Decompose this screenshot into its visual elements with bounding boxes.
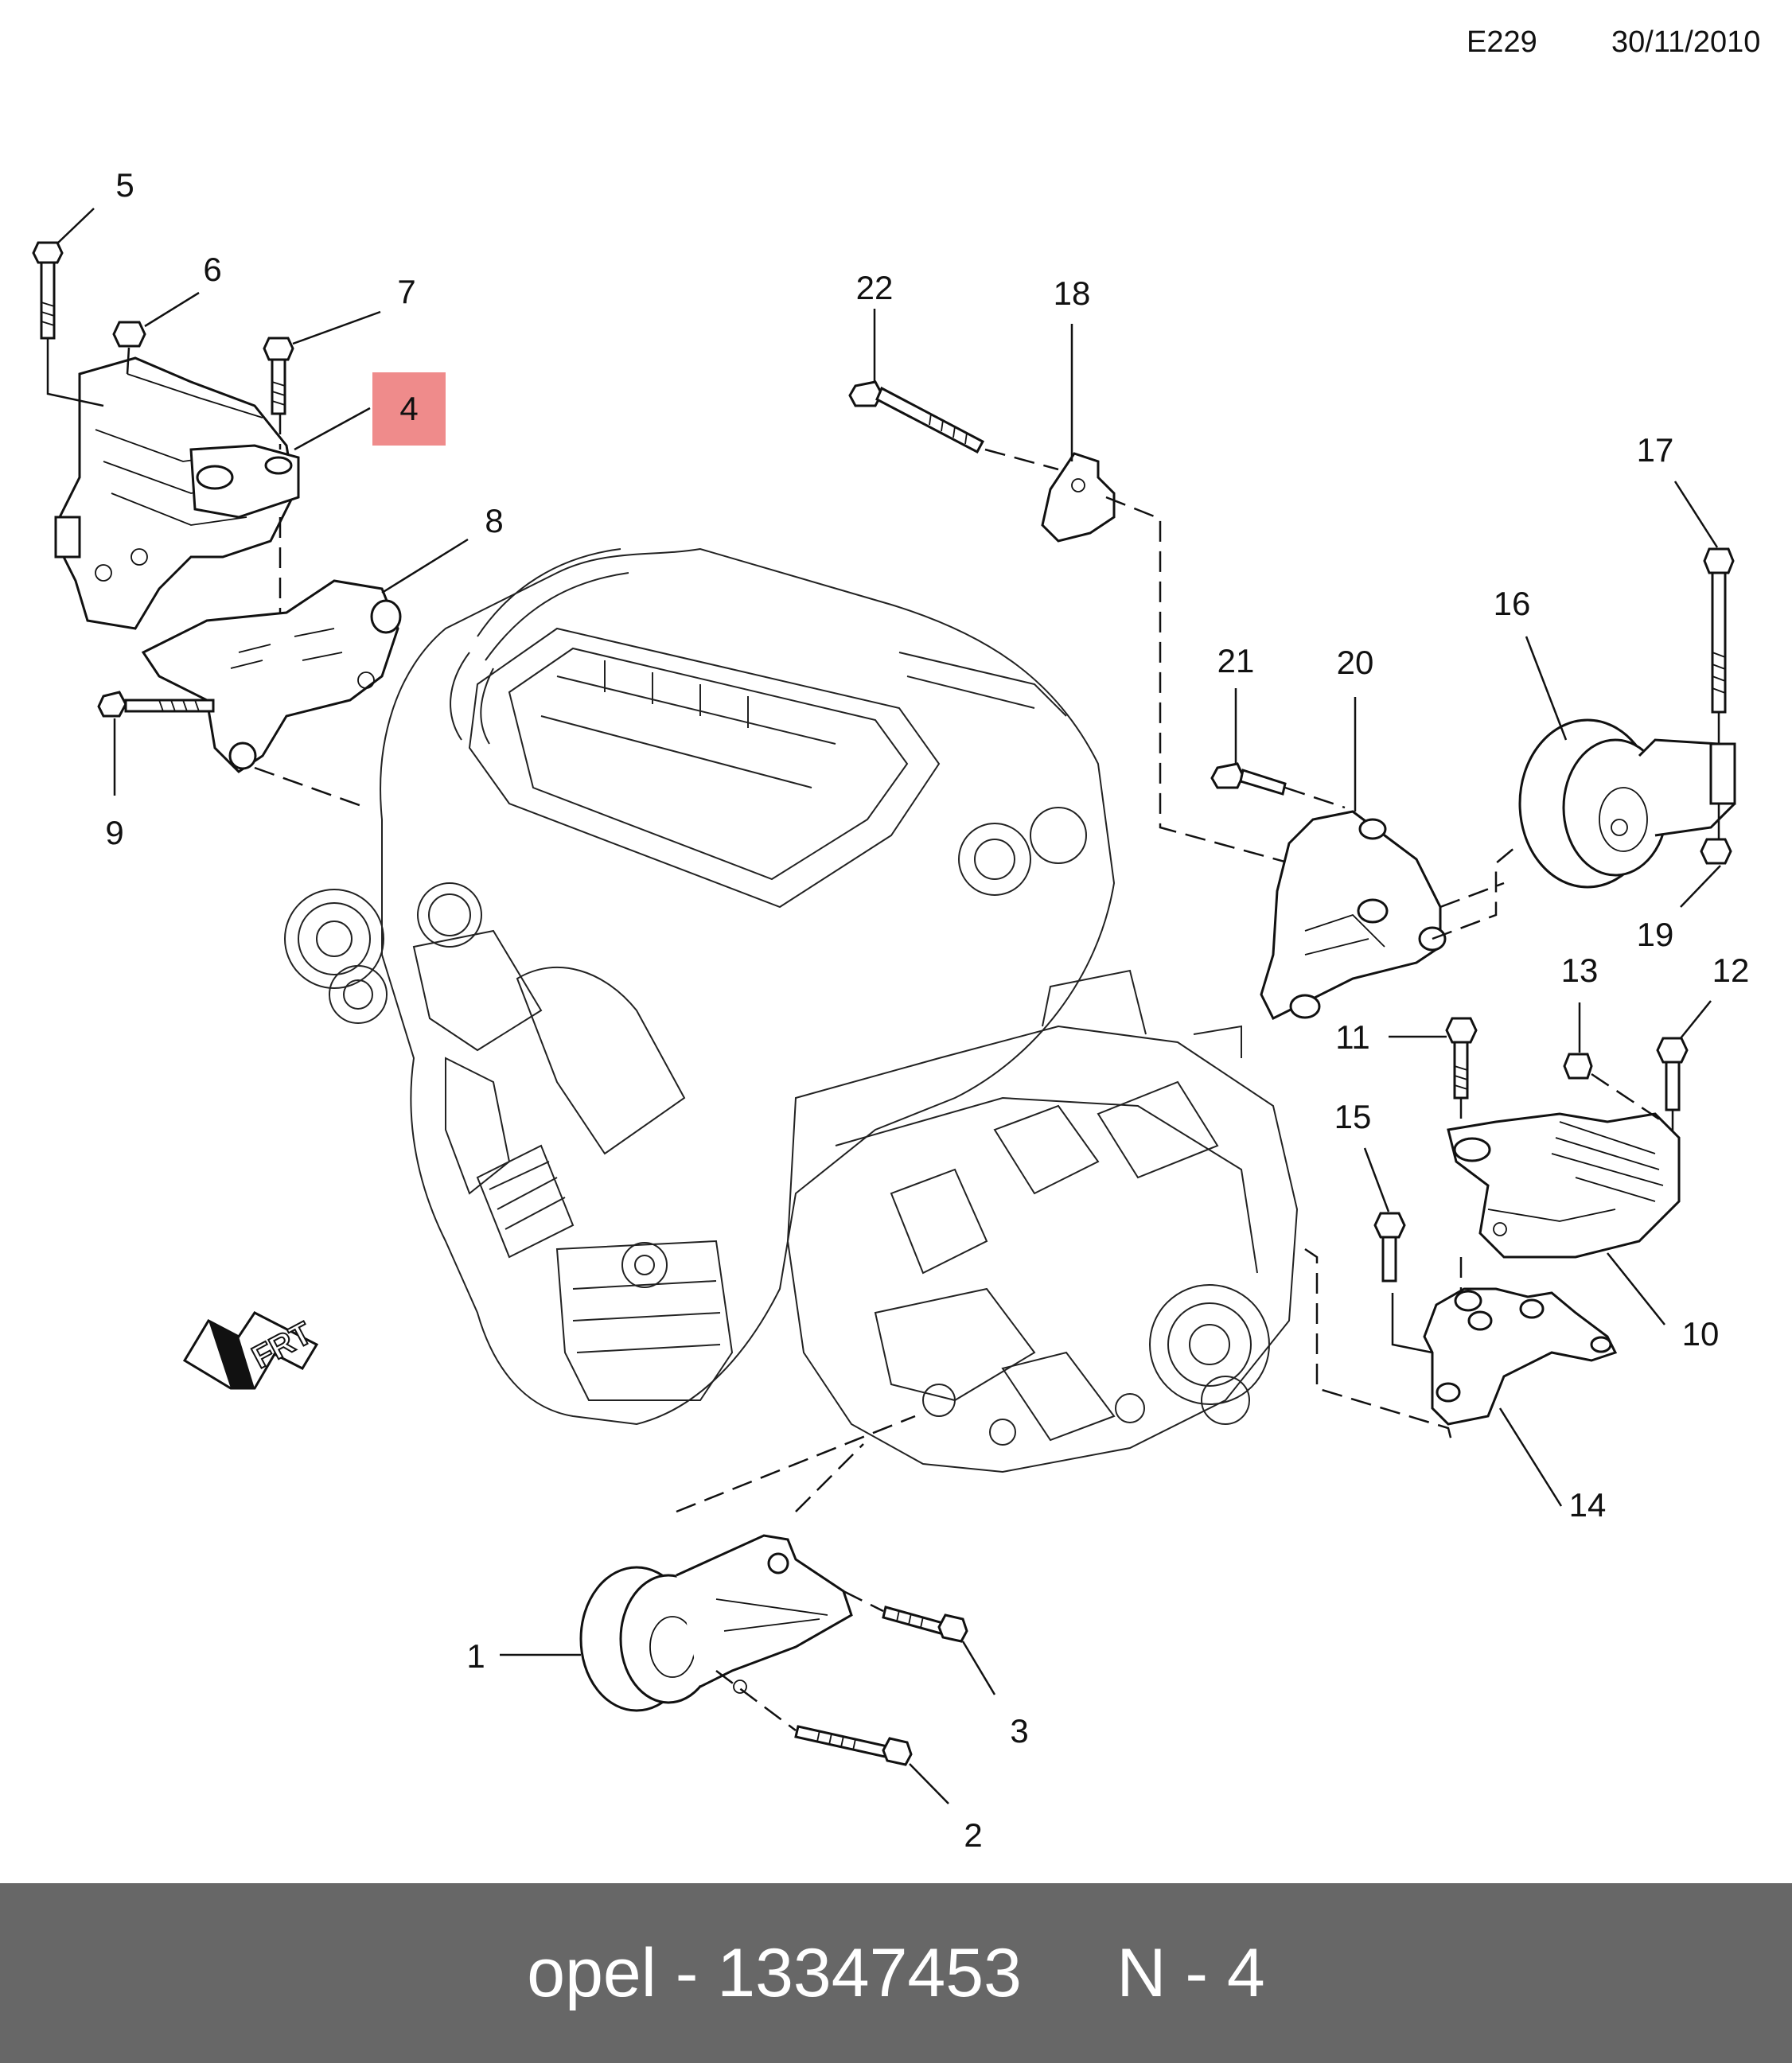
- mount-16: [1518, 718, 1736, 889]
- callout-3: 3: [1010, 1712, 1028, 1750]
- callout-16: 16: [1494, 585, 1531, 622]
- callout-17: 17: [1637, 431, 1674, 469]
- footer-text: opel - 13347453 N - 4: [527, 1934, 1265, 2011]
- bolt-7: [263, 337, 294, 415]
- callout-21: 21: [1217, 642, 1255, 679]
- bracket-8: [141, 579, 402, 773]
- bolt-21: [1210, 762, 1287, 796]
- front-direction-arrow-icon: FRT: [182, 1311, 319, 1390]
- callout-8: 8: [485, 502, 503, 539]
- nut-19: [1700, 838, 1732, 865]
- bolt-5: [32, 241, 64, 340]
- highlighted-callout-4: 4: [399, 390, 418, 427]
- callout-15: 15: [1334, 1098, 1372, 1135]
- callout-1: 1: [466, 1637, 485, 1675]
- bolt-11: [1445, 1017, 1478, 1100]
- callout-14: 14: [1569, 1486, 1607, 1524]
- callout-13: 13: [1561, 952, 1599, 989]
- bracket-14: [1423, 1287, 1618, 1426]
- callout-12: 12: [1712, 952, 1750, 989]
- callout-5: 5: [115, 166, 134, 204]
- callout-2: 2: [964, 1816, 982, 1854]
- bolt-2: [794, 1725, 913, 1766]
- bolt-22: [848, 380, 985, 454]
- callout-10: 10: [1682, 1315, 1720, 1353]
- bolt-15: [1373, 1212, 1406, 1283]
- plate-18: [1041, 452, 1116, 543]
- mount-1: [579, 1534, 853, 1712]
- exploded-parts-diagram: 4: [32, 166, 1750, 1854]
- part-4-engine-mount: [54, 356, 446, 630]
- callout-22: 22: [856, 269, 894, 306]
- callout-18: 18: [1054, 274, 1091, 312]
- highlight-box: [372, 372, 446, 446]
- diagram-date: 30/11/2010: [1611, 25, 1761, 59]
- nut-13: [1563, 1053, 1593, 1080]
- bolt-12: [1656, 1037, 1689, 1111]
- bracket-20: [1260, 810, 1447, 1021]
- part-number-footer: opel - 13347453 N - 4: [0, 1883, 1792, 2063]
- mount-10: [1447, 1112, 1681, 1259]
- callout-11: 11: [1335, 1018, 1370, 1056]
- diagram-code: E229: [1467, 25, 1537, 59]
- nut-6: [112, 321, 146, 348]
- callout-9: 9: [105, 814, 123, 851]
- bolt-3: [882, 1606, 968, 1643]
- callout-20: 20: [1337, 644, 1374, 681]
- callout-7: 7: [397, 273, 415, 310]
- callout-19: 19: [1637, 916, 1674, 953]
- bolt-17: [1703, 547, 1735, 714]
- bolt-9: [97, 691, 215, 718]
- callout-6: 6: [203, 251, 221, 288]
- engine-assembly: [284, 547, 1299, 1473]
